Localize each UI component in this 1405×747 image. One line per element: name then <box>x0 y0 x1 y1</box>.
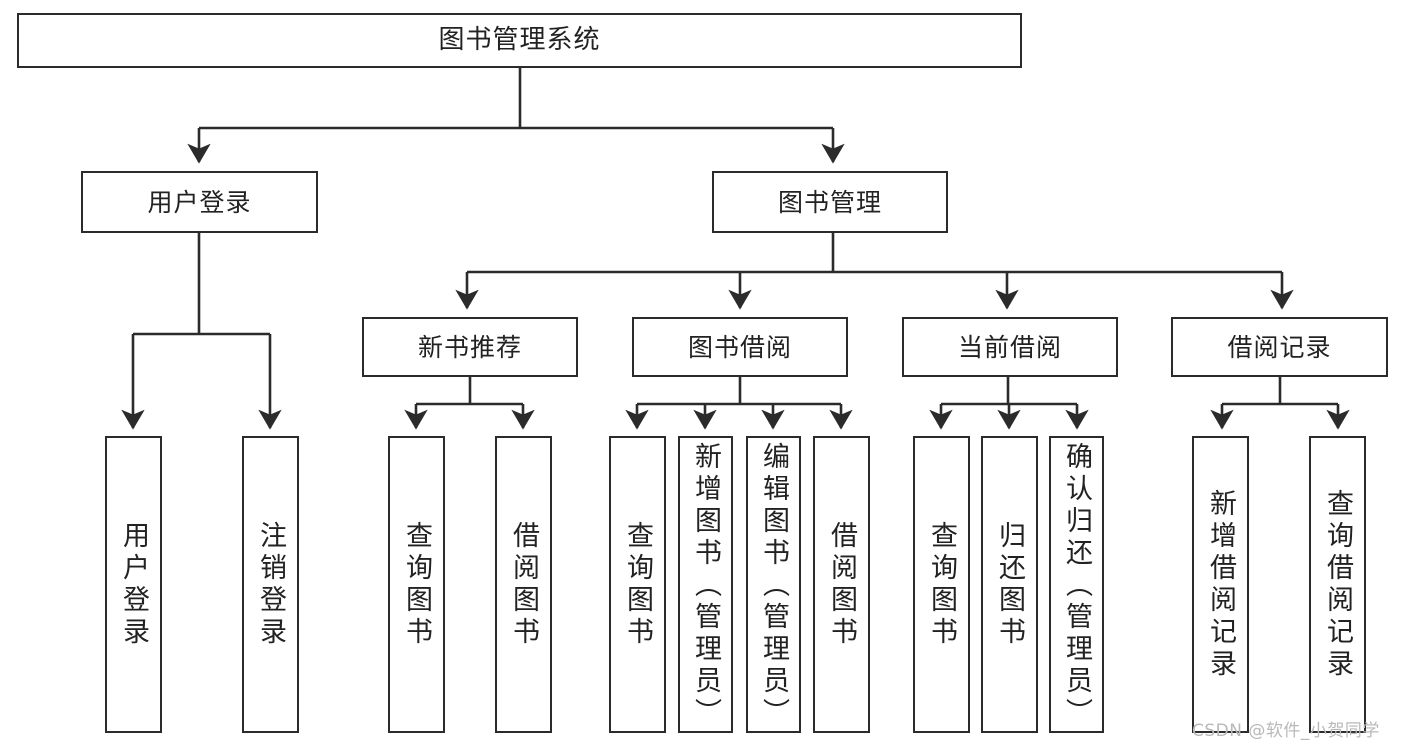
leaf-query-book-borrow[interactable]: 查询图书 <box>609 436 666 733</box>
leaf-logout-login[interactable]: 注销登录 <box>242 436 299 733</box>
node-user-login[interactable]: 用户登录 <box>81 171 318 233</box>
node-user-login-label: 用户登录 <box>147 187 252 217</box>
leaf-add-borrow-record-label: 新增借阅记录 <box>1205 488 1236 681</box>
leaf-query-borrow-record-label: 查询借阅记录 <box>1322 488 1353 681</box>
leaf-add-borrow-record[interactable]: 新增借阅记录 <box>1192 436 1249 733</box>
node-root-label: 图书管理系统 <box>438 25 601 56</box>
node-new-book-recommendation-label: 新书推荐 <box>417 332 522 362</box>
leaf-query-book-borrow-label: 查询图书 <box>622 520 653 649</box>
leaf-query-book-newrec[interactable]: 查询图书 <box>388 436 445 733</box>
leaf-edit-book-admin[interactable]: 编辑图书（管理员） <box>746 436 801 733</box>
leaf-query-borrow-record[interactable]: 查询借阅记录 <box>1309 436 1366 733</box>
leaf-user-login[interactable]: 用户登录 <box>105 436 162 733</box>
leaf-query-book-current[interactable]: 查询图书 <box>913 436 970 733</box>
node-book-borrow[interactable]: 图书借阅 <box>632 317 848 377</box>
leaf-query-book-newrec-label: 查询图书 <box>401 520 432 649</box>
node-book-management-label: 图书管理 <box>777 187 882 217</box>
leaf-edit-book-admin-label: 编辑图书（管理员） <box>758 442 789 730</box>
leaf-return-book[interactable]: 归还图书 <box>981 436 1038 733</box>
leaf-borrow-book-newrec[interactable]: 借阅图书 <box>495 436 552 733</box>
node-new-book-recommendation[interactable]: 新书推荐 <box>362 317 578 377</box>
leaf-add-book-admin[interactable]: 新增图书（管理员） <box>678 436 733 733</box>
node-borrow-record[interactable]: 借阅记录 <box>1171 317 1388 377</box>
leaf-borrow-book-borrow-label: 借阅图书 <box>826 520 857 649</box>
leaf-borrow-book-borrow[interactable]: 借阅图书 <box>813 436 870 733</box>
csdn-watermark: CSDN @软件_小贺同学 <box>1192 721 1380 741</box>
node-current-borrow-label: 当前借阅 <box>957 332 1062 362</box>
leaf-add-book-admin-label: 新增图书（管理员） <box>690 442 721 730</box>
node-book-borrow-label: 图书借阅 <box>687 332 792 362</box>
leaf-user-login-label: 用户登录 <box>118 520 149 649</box>
leaf-query-book-current-label: 查询图书 <box>926 520 957 649</box>
leaf-borrow-book-newrec-label: 借阅图书 <box>508 520 539 649</box>
node-current-borrow[interactable]: 当前借阅 <box>902 317 1118 377</box>
node-borrow-record-label: 借阅记录 <box>1227 332 1332 362</box>
node-book-management[interactable]: 图书管理 <box>712 171 948 233</box>
leaf-confirm-return-admin-label: 确认归还（管理员） <box>1061 442 1092 730</box>
leaf-return-book-label: 归还图书 <box>994 520 1025 649</box>
node-root-book-management-system[interactable]: 图书管理系统 <box>17 13 1022 68</box>
leaf-confirm-return-admin[interactable]: 确认归还（管理员） <box>1049 436 1104 733</box>
leaf-logout-login-label: 注销登录 <box>255 520 286 649</box>
